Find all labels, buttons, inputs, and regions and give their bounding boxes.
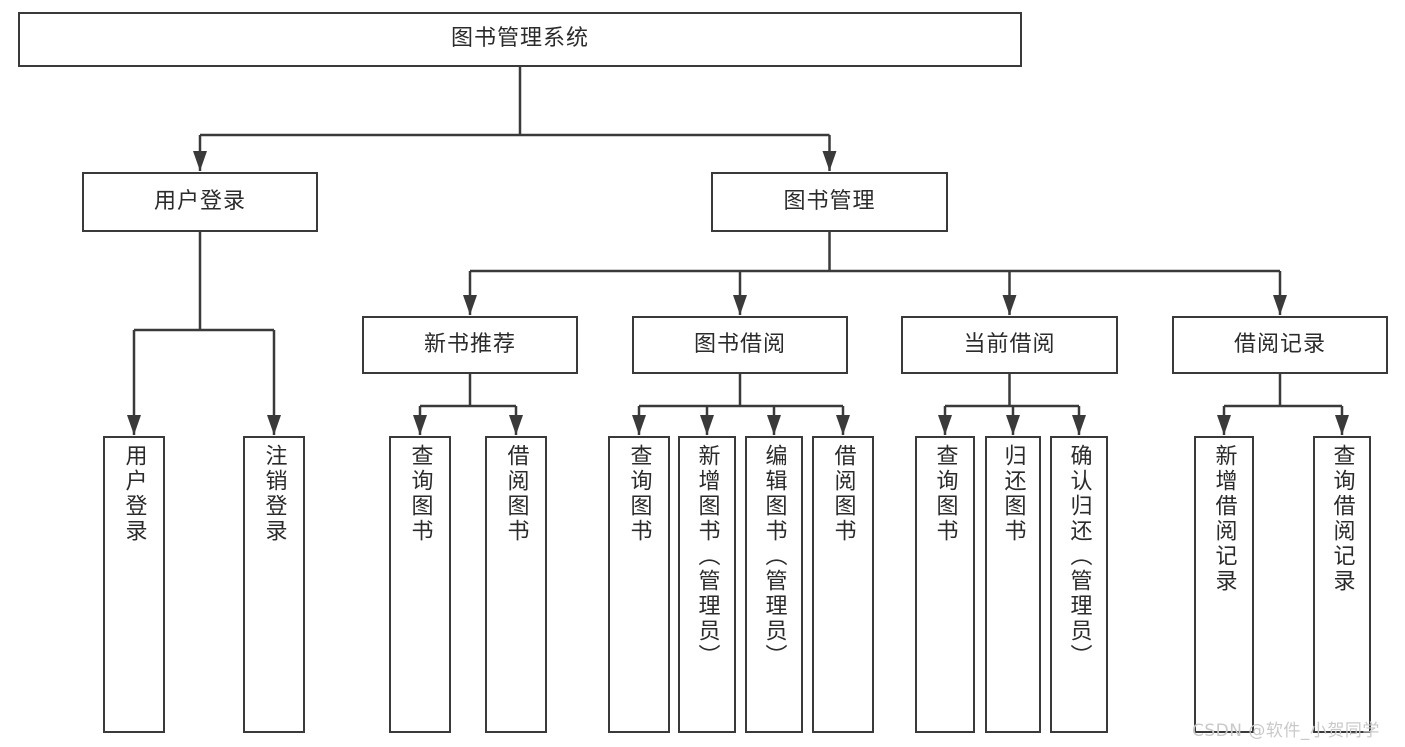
node-leaf-query-record[interactable]: 查询借阅记录 — [1313, 436, 1371, 733]
node-label: 查询借阅记录 — [1329, 444, 1355, 594]
node-leaf-query-book-1[interactable]: 查询图书 — [389, 436, 451, 733]
arrowhead-icon — [193, 151, 207, 171]
node-label: 确认归还（管理员） — [1066, 444, 1092, 669]
node-label: 新增图书（管理员） — [694, 444, 720, 669]
node-label: 借阅图书 — [503, 444, 529, 544]
arrowhead-icon — [938, 415, 952, 435]
node-leaf-query-book-2[interactable]: 查询图书 — [608, 436, 670, 733]
node-label: 新书推荐 — [423, 331, 516, 357]
arrowhead-icon — [1273, 295, 1287, 315]
arrowhead-icon — [267, 415, 281, 435]
arrowhead-icon — [632, 415, 646, 435]
node-label: 编辑图书（管理员） — [761, 444, 787, 669]
node-label: 查询图书 — [932, 444, 958, 544]
arrowhead-icon — [1006, 415, 1020, 435]
node-user-login[interactable]: 用户登录 — [82, 172, 318, 232]
arrowhead-icon — [509, 415, 523, 435]
node-book-borrow[interactable]: 图书借阅 — [632, 316, 848, 374]
node-leaf-user-login[interactable]: 用户登录 — [103, 436, 165, 733]
watermark-text: CSDN @软件_小贺同学 — [1192, 721, 1380, 741]
node-leaf-query-book-3[interactable]: 查询图书 — [915, 436, 975, 733]
arrowhead-icon — [767, 415, 781, 435]
node-leaf-borrow-book-2[interactable]: 借阅图书 — [812, 436, 874, 733]
node-new-book-rec[interactable]: 新书推荐 — [362, 316, 578, 374]
arrowhead-icon — [836, 415, 850, 435]
node-label: 图书借阅 — [693, 331, 786, 357]
node-leaf-add-record[interactable]: 新增借阅记录 — [1194, 436, 1254, 733]
arrowhead-icon — [413, 415, 427, 435]
node-label: 归还图书 — [1000, 444, 1026, 544]
node-leaf-add-book[interactable]: 新增图书（管理员） — [678, 436, 736, 733]
node-label: 图书管理 — [783, 188, 876, 214]
node-label: 图书管理系统 — [450, 26, 589, 52]
arrowhead-icon — [127, 415, 141, 435]
node-label: 借阅图书 — [830, 444, 856, 544]
arrowhead-icon — [1217, 415, 1231, 435]
node-label: 用户登录 — [153, 188, 246, 214]
node-leaf-return-book[interactable]: 归还图书 — [985, 436, 1041, 733]
node-book-manage[interactable]: 图书管理 — [711, 172, 948, 232]
node-label: 当前借阅 — [963, 331, 1056, 357]
arrowhead-icon — [733, 295, 747, 315]
arrowhead-icon — [700, 415, 714, 435]
arrowhead-icon — [1002, 295, 1017, 315]
node-current-borrow[interactable]: 当前借阅 — [901, 316, 1118, 374]
arrowhead-icon — [463, 295, 477, 315]
node-label: 注销登录 — [261, 444, 287, 544]
node-leaf-confirm-return[interactable]: 确认归还（管理员） — [1050, 436, 1108, 733]
node-label: 用户登录 — [121, 444, 147, 544]
arrowhead-icon — [1072, 415, 1086, 435]
node-leaf-user-logout[interactable]: 注销登录 — [243, 436, 305, 733]
node-borrow-record[interactable]: 借阅记录 — [1172, 316, 1388, 374]
node-leaf-edit-book[interactable]: 编辑图书（管理员） — [745, 436, 803, 733]
node-label: 查询图书 — [626, 444, 652, 544]
node-label: 新增借阅记录 — [1211, 444, 1237, 594]
node-label: 查询图书 — [407, 444, 433, 544]
node-leaf-borrow-book-1[interactable]: 借阅图书 — [485, 436, 547, 733]
arrowhead-icon — [822, 151, 837, 171]
arrowhead-icon — [1335, 415, 1349, 435]
node-root[interactable]: 图书管理系统 — [18, 12, 1022, 67]
node-label: 借阅记录 — [1233, 331, 1326, 357]
